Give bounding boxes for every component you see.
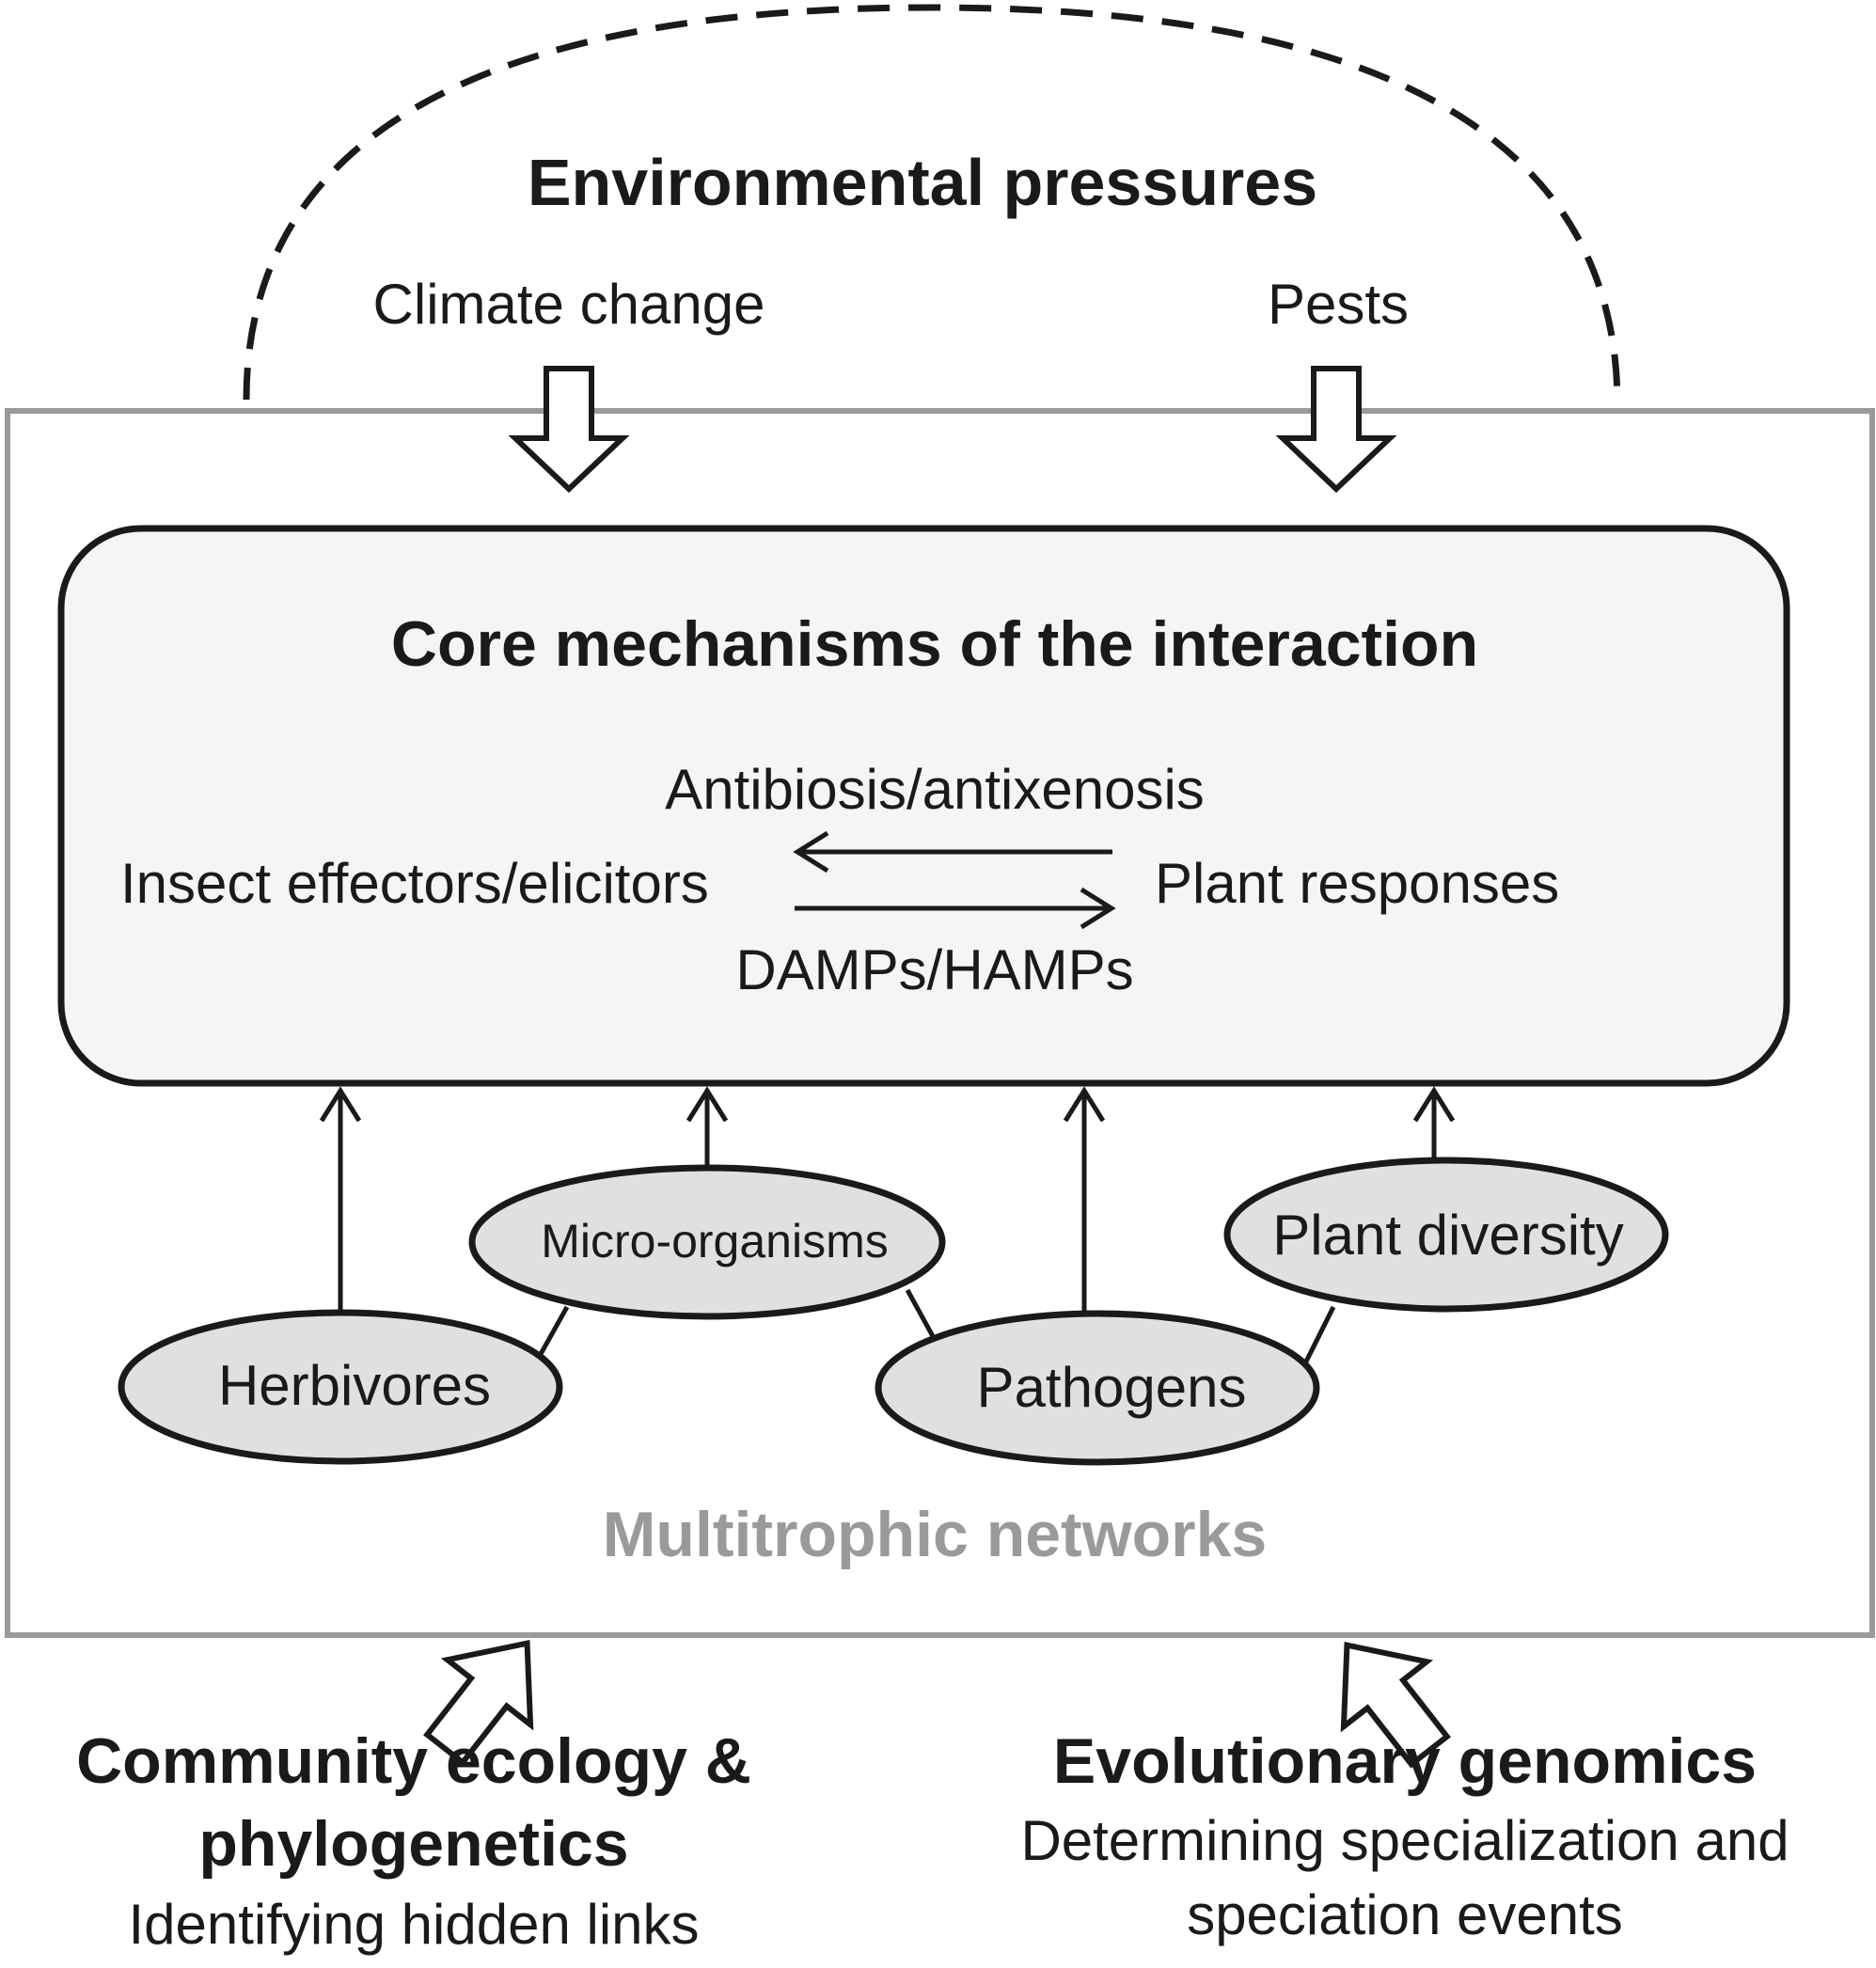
core-mechanisms-title: Core mechanisms of the interaction (391, 608, 1478, 680)
climate-change-label: Climate change (373, 273, 765, 336)
plant-diversity-label: Plant diversity (1272, 1204, 1623, 1267)
environmental-dashed-arc (243, 4, 1621, 405)
microorganisms-node (468, 1164, 946, 1320)
link-herbivores-microorganisms (538, 1305, 570, 1356)
pests-label: Pests (1268, 273, 1409, 336)
herbivores-up-arrowhead-icon (319, 1086, 362, 1123)
community-ecology-title-line2: phylogenetics (198, 1808, 628, 1880)
herbivores-node (118, 1309, 563, 1465)
herbivores-label: Herbivores (218, 1354, 491, 1417)
community-ecology-title-line1: Community ecology & (76, 1725, 751, 1797)
plant-diversity-up-arrowhead-icon (1412, 1086, 1456, 1123)
pathogens-label: Pathogens (977, 1356, 1247, 1419)
link-pathogens-plant-diversity (1302, 1305, 1336, 1365)
community-ecology-arrow-icon (423, 1640, 534, 1767)
core-mechanisms-box (57, 525, 1790, 1087)
multitrophic-networks-label: Multitrophic networks (603, 1499, 1267, 1570)
pests-arrow-icon (1275, 366, 1397, 494)
antibiosis-label: Antibiosis/antixenosis (665, 758, 1205, 821)
evolutionary-genomics-arrow-icon (1340, 1642, 1451, 1769)
insect-effectors-label: Insect effectors/elicitors (120, 852, 709, 915)
community-ecology-subtitle: Identifying hidden links (128, 1893, 699, 1956)
plant-diversity-node (1223, 1157, 1669, 1313)
environmental-pressures-title: Environmental pressures (528, 146, 1317, 219)
pathogens-up-arrowhead-icon (1063, 1086, 1106, 1123)
right-arrowhead-icon (1080, 887, 1116, 930)
climate-change-arrow-icon (508, 366, 630, 494)
link-microorganisms-pathogens (905, 1288, 937, 1340)
pathogens-node (875, 1310, 1320, 1466)
plant-responses-label: Plant responses (1155, 852, 1559, 915)
left-arrowhead-icon (793, 830, 829, 874)
evolutionary-genomics-subtitle-line2: speciation events (1187, 1883, 1623, 1946)
microorganisms-label: Micro-organisms (541, 1215, 889, 1267)
evolutionary-genomics-subtitle-line1: Determining specialization and (1020, 1809, 1789, 1872)
evolutionary-genomics-title: Evolutionary genomics (1053, 1725, 1757, 1797)
microorganisms-up-arrowhead-icon (686, 1086, 729, 1123)
damps-hamps-label: DAMPs/HAMPs (735, 938, 1133, 1001)
